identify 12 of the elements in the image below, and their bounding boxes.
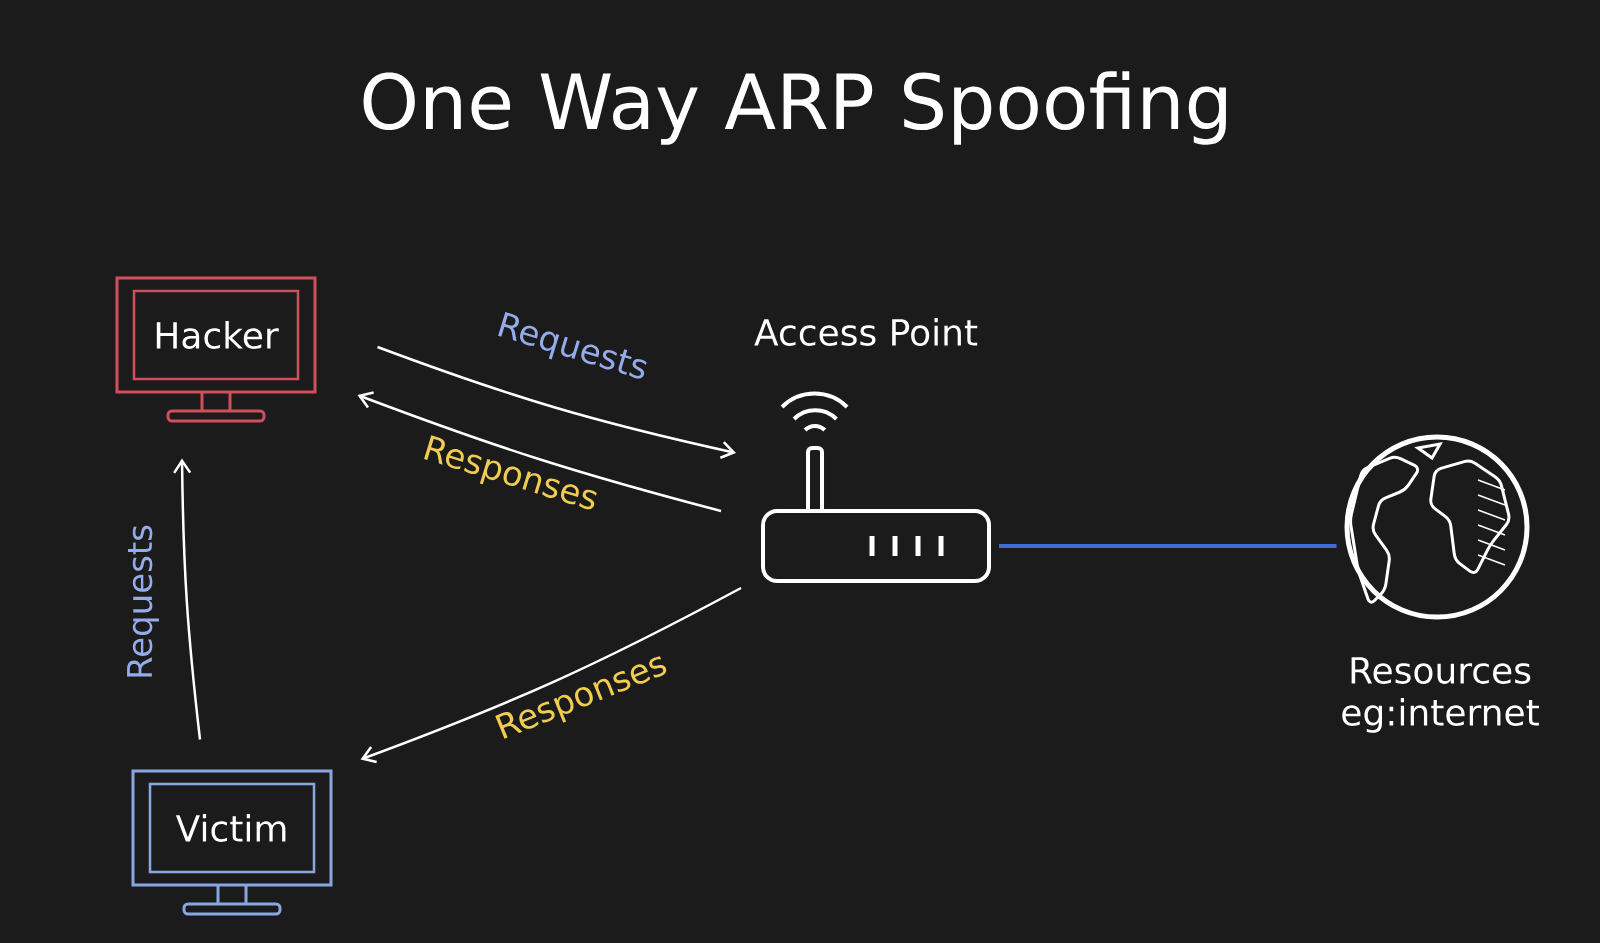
- arrow: [360, 586, 742, 764]
- router-icon: [761, 391, 991, 583]
- monitor-drawing: Hacker: [115, 276, 317, 423]
- node-label: Resources eg:internet: [1342, 657, 1539, 733]
- edge-label: Requests: [127, 525, 159, 677]
- arrow: [357, 391, 722, 513]
- node-label: Access Point: [754, 318, 978, 346]
- arrow: [173, 458, 202, 740]
- monitor-drawing: Victim: [131, 769, 333, 916]
- arrow: [377, 345, 736, 459]
- globe-icon: [1344, 434, 1530, 620]
- title: One Way ARP Spoofing: [363, 71, 1226, 145]
